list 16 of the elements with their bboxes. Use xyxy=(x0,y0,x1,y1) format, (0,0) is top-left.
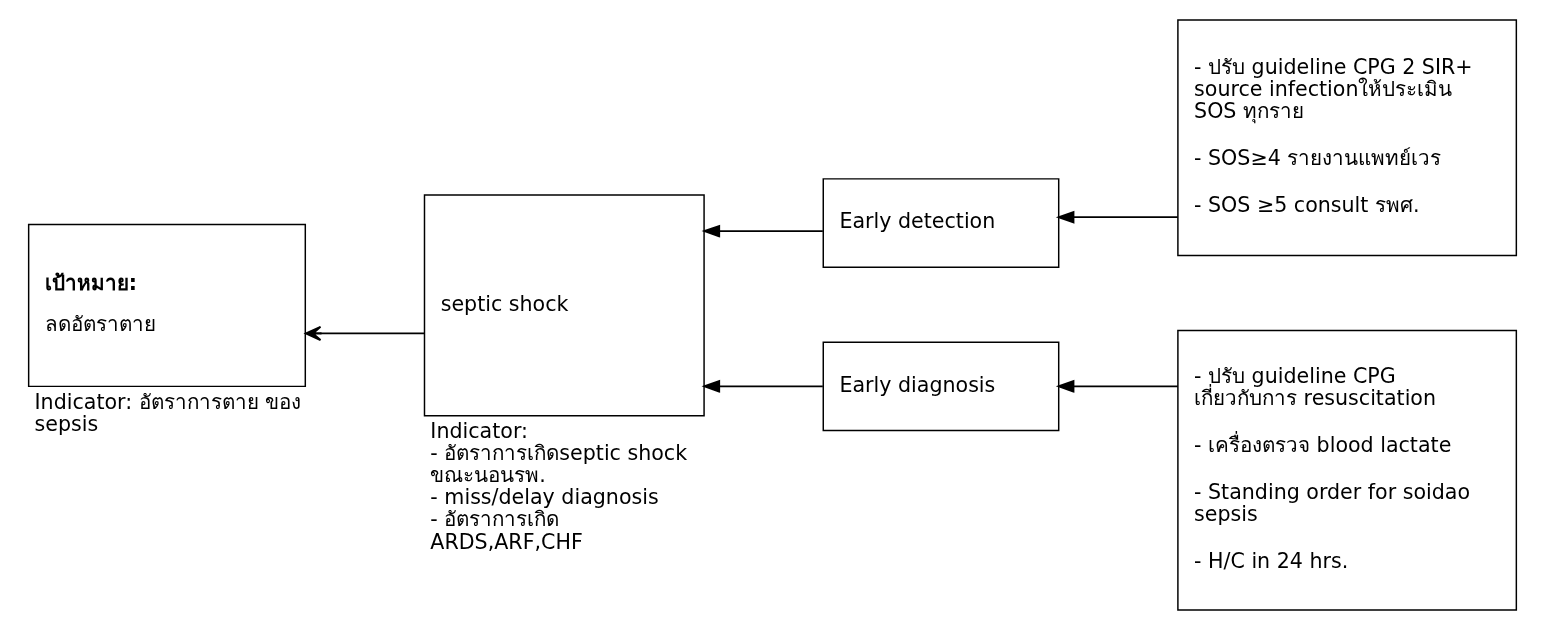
node-label: Indicator: อัตราการตาย ของ sepsis xyxy=(34,389,301,436)
arrow xyxy=(701,224,824,238)
node-box: Early detection xyxy=(822,178,1059,268)
arrow xyxy=(701,379,824,393)
node-label: - อัตราการเกิด ARDS,ARF,CHF xyxy=(429,507,583,554)
node-box: septic shock xyxy=(423,194,705,417)
node-box: เป้าหมาย: ลดอัตราตาย xyxy=(27,223,306,388)
node-label: - อัตราการเกิดseptic shock ขณะนอนรพ. xyxy=(429,441,687,488)
node-label: - miss/delay diagnosis xyxy=(429,485,659,510)
arrow xyxy=(1055,210,1179,224)
arrow xyxy=(304,325,425,341)
node-box: Early diagnosis xyxy=(822,341,1059,432)
node-box: - ปรับ guideline CPG เกี่ยวกับการ resuscitation - เครื่องตรวจ blood lactate - Standing order for soidao sepsis - H/C in 24 hrs. xyxy=(1176,329,1517,611)
arrow xyxy=(1055,379,1179,393)
node-box: - ปรับ guideline CPG 2 SIR+ source infectionให้ประเมิน SOS ทุกราย - SOS≥4 รายงานแพทย์เวร - SOS ≥5 consult รพศ. xyxy=(1176,19,1517,257)
node-label: Indicator: xyxy=(429,419,528,444)
